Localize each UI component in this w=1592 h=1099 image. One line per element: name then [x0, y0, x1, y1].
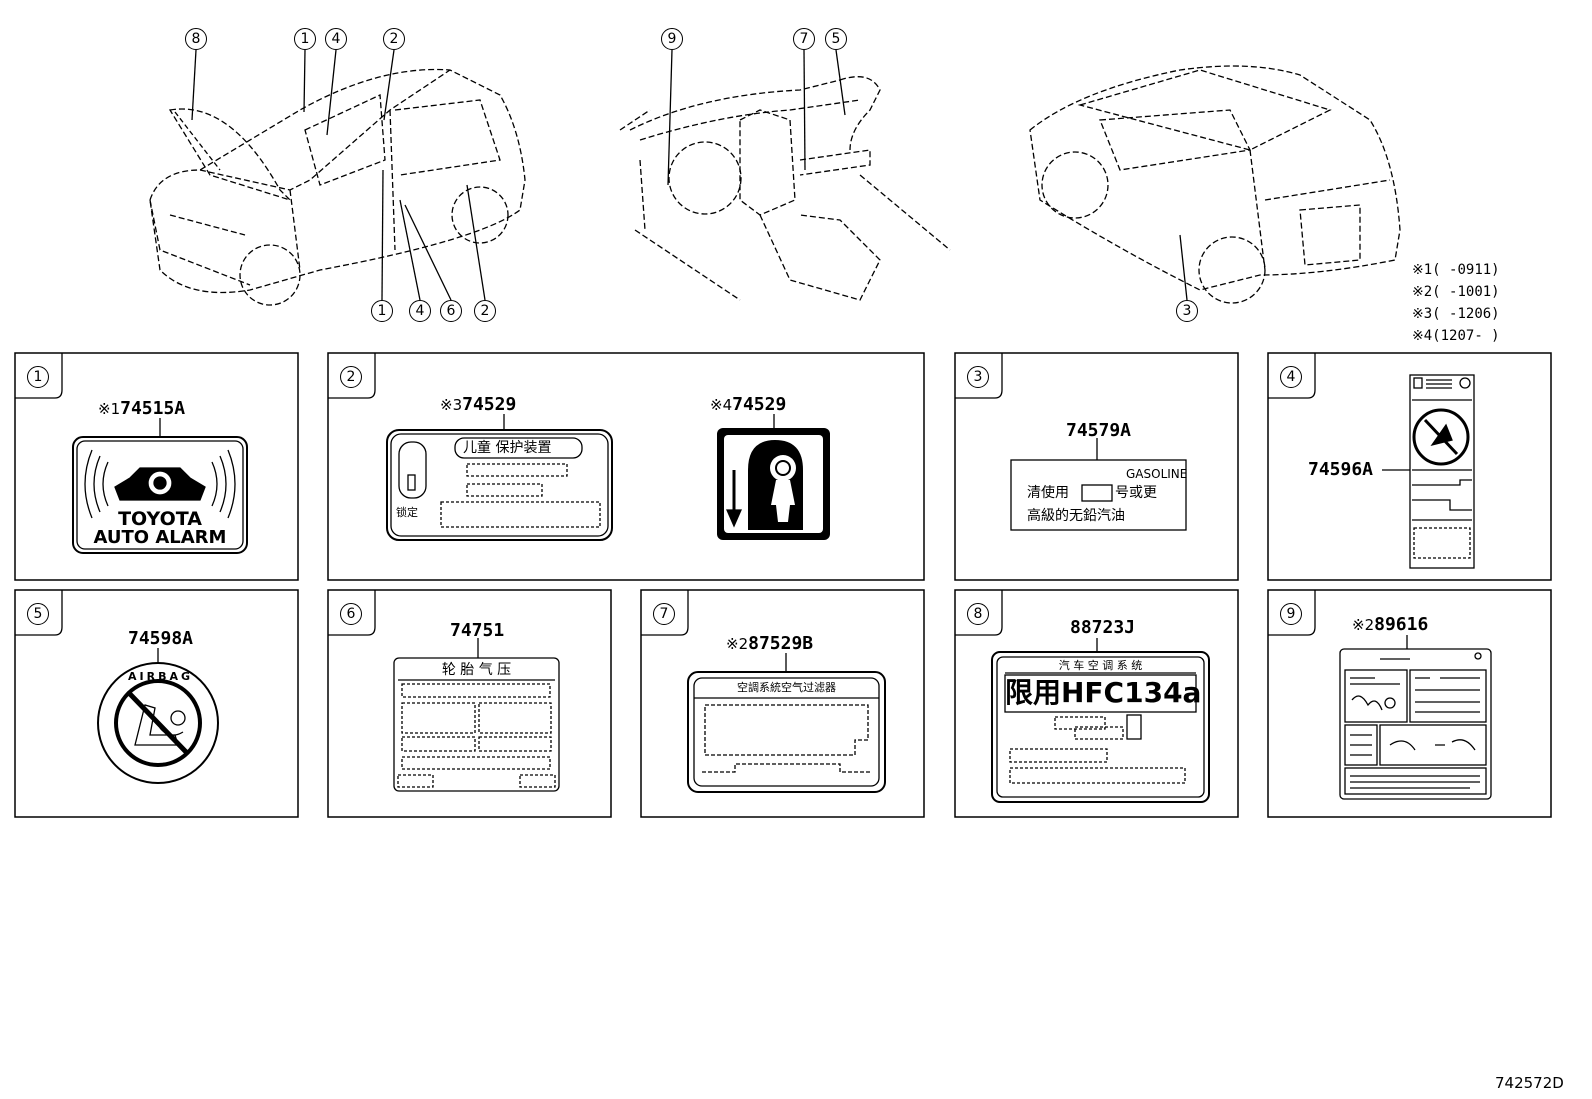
leader-lines-interior: [667, 49, 846, 186]
airbag-text: AIRBAG: [128, 670, 194, 683]
alarm-label-text-1: TOYOTA: [118, 508, 202, 530]
panel-7-number: 7: [653, 603, 675, 625]
ac-title: 汽 车 空 调 系 统: [1058, 659, 1143, 672]
gasoline-line1: 清使用: [1027, 485, 1069, 501]
leader-lines-rear: [1179, 234, 1188, 301]
panel-2a-part: ※374529: [440, 394, 517, 415]
note-1: ※1( -0911): [1412, 262, 1500, 278]
note-2: ※2( -1001): [1412, 284, 1500, 300]
panel-3-part: 74579A: [1066, 420, 1132, 441]
gasoline-label: [1010, 438, 1187, 531]
car-front-view: [149, 68, 526, 306]
panel-9-part: ※289616: [1352, 614, 1429, 635]
callout-2-lower: 2: [474, 300, 496, 322]
callout-7: 7: [793, 28, 815, 50]
tire-pressure-title: 轮 胎 气 压: [441, 662, 512, 678]
panel-9-number: 9: [1280, 603, 1302, 625]
seat-warning-label: [1382, 374, 1475, 569]
callout-2: 2: [383, 28, 405, 50]
panel-6-number: 6: [340, 603, 362, 625]
panel-7-part: ※287529B: [726, 633, 814, 654]
gasoline-line2: 高級的无鉛汽油: [1027, 508, 1125, 524]
panel-2b-part: ※474529: [710, 394, 787, 415]
figure-code: 742572D: [1495, 1074, 1564, 1092]
air-filter-title: 空調系統空气过滤器: [737, 681, 836, 694]
note-3: ※3( -1206): [1412, 306, 1500, 322]
alarm-label: [72, 418, 248, 554]
callout-5: 5: [825, 28, 847, 50]
car-rear-view: [1029, 65, 1401, 304]
callout-6: 6: [440, 300, 462, 322]
panel-6-part: 74751: [450, 620, 505, 641]
panel-4-number: 4: [1280, 366, 1302, 388]
child-lock-label-a: [386, 414, 613, 541]
panel-5-number: 5: [27, 603, 49, 625]
panel-number-tabs: [15, 353, 1316, 636]
panel-frames: [14, 352, 1552, 818]
alarm-label-text-2: AUTO ALARM: [93, 527, 227, 548]
air-filter-label: [687, 653, 886, 793]
open-hood: [168, 108, 291, 201]
car-interior-view: [619, 76, 951, 301]
panel-8-part: 88723J: [1070, 617, 1136, 638]
leader-lines-front: [191, 49, 486, 301]
instruction-label: [1339, 635, 1492, 800]
ac-refrigerant-text: 限用HFC134a: [1005, 676, 1202, 709]
callout-9: 9: [661, 28, 683, 50]
callout-3: 3: [1176, 300, 1198, 322]
callout-1-lower: 1: [371, 300, 393, 322]
callout-1: 1: [294, 28, 316, 50]
panel-2-number: 2: [340, 366, 362, 388]
panel-1-number: 1: [27, 366, 49, 388]
callout-4-lower: 4: [409, 300, 431, 322]
panel-4-part: 74596A: [1308, 459, 1374, 480]
child-lock-title: 儿童 保护装置: [463, 440, 552, 456]
callout-4: 4: [325, 28, 347, 50]
panel-1-part: ※174515A: [98, 398, 186, 419]
gasoline-line1b: 号或更: [1115, 485, 1157, 501]
callout-8: 8: [185, 28, 207, 50]
tire-pressure-label: [393, 638, 560, 792]
panel-3-number: 3: [967, 366, 989, 388]
child-lock-side-text: 锁定: [396, 506, 418, 519]
note-4: ※4(1207- ): [1412, 328, 1500, 344]
child-lock-label-b: [717, 414, 830, 540]
ac-label: [991, 638, 1210, 803]
airbag-label: [97, 648, 219, 784]
gasoline-head: GASOLINE: [1126, 467, 1188, 481]
panel-8-number: 8: [967, 603, 989, 625]
panel-5-part: 74598A: [128, 628, 194, 649]
